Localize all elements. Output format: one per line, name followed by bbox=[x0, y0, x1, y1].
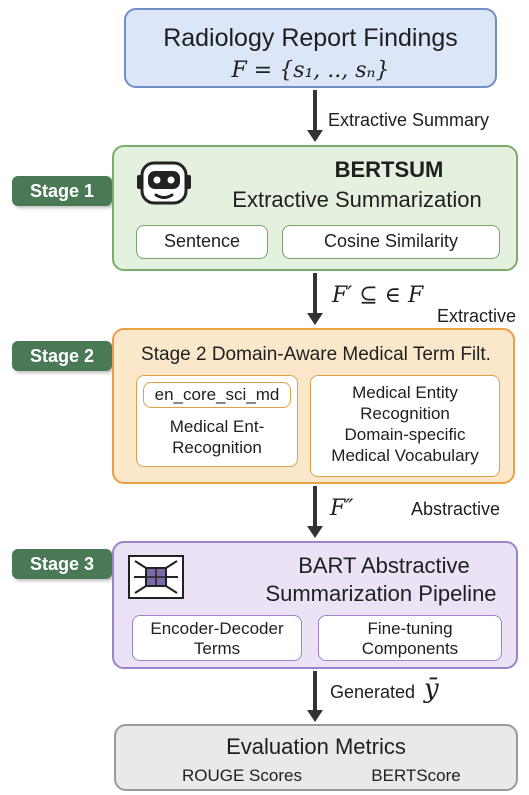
medical-ent-recognition-label: Medical Ent- Recognition bbox=[137, 416, 297, 458]
arrow-1-shaft bbox=[313, 90, 317, 130]
arrow-3-label: Abstractive bbox=[411, 499, 501, 519]
stage-1-subtitle: Extractive Summarization bbox=[232, 187, 482, 212]
medical-entity-line-2: Recognition bbox=[360, 404, 450, 423]
medical-ent-line-2: Recognition bbox=[172, 438, 262, 457]
rouge-scores-label: ROUGE Scores bbox=[182, 766, 302, 785]
scispacy-model-box: en_core_sci_md Medical Ent- Recognition bbox=[136, 375, 298, 467]
stage-2-title: Stage 2 Domain-Aware Medical Term Filt. bbox=[141, 344, 491, 365]
encoder-decoder-line-2: Terms bbox=[193, 639, 241, 658]
cosine-similarity-component: Cosine Similarity bbox=[282, 225, 500, 259]
robot-icon bbox=[137, 161, 191, 205]
input-title: Radiology Report Findings bbox=[163, 24, 458, 52]
evaluation-metrics-box: Evaluation Metrics ROUGE Scores BERTScor… bbox=[114, 724, 518, 791]
stage-1-box: BERTSUM Extractive Summarization Sentenc… bbox=[112, 145, 518, 271]
arrow-3-head bbox=[307, 526, 323, 538]
encoder-decoder-box: Encoder-Decoder Terms bbox=[132, 615, 302, 661]
domain-vocab-line-1: Domain-specific bbox=[344, 425, 466, 444]
arrow-1-head bbox=[307, 130, 323, 142]
arrow-3-shaft bbox=[313, 486, 317, 526]
network-diagram-icon bbox=[128, 555, 184, 599]
bertscore-label: BERTScore bbox=[371, 766, 461, 785]
arrow-2-formula: F′ ⊆ ∈ F bbox=[332, 283, 424, 308]
fine-tuning-line-2: Components bbox=[361, 639, 459, 658]
arrow-1-label: Extractive Summary bbox=[328, 110, 490, 130]
arrow-4-head bbox=[307, 710, 323, 722]
stage-2-box: Stage 2 Domain-Aware Medical Term Filt. … bbox=[112, 328, 515, 484]
model-name-label: en_core_sci_md bbox=[143, 382, 291, 408]
stage-3-tab: Stage 3 bbox=[12, 549, 112, 579]
evaluation-title: Evaluation Metrics bbox=[226, 734, 406, 759]
input-findings-box: Radiology Report Findings F = {s₁, .., s… bbox=[124, 8, 497, 88]
stage-3-subtitle: Summarization Pipeline bbox=[265, 581, 497, 606]
arrow-2-label: Extractive bbox=[437, 306, 517, 326]
sentence-component: Sentence bbox=[136, 225, 268, 259]
arrow-2-head bbox=[307, 313, 323, 325]
stage-3-box: BART Abstractive Summarization Pipeline … bbox=[112, 541, 518, 669]
domain-vocab-line-2: Medical Vocabulary bbox=[331, 446, 479, 465]
medical-ent-line-1: Medical Ent- bbox=[169, 417, 265, 436]
stage-2-tab: Stage 2 bbox=[12, 341, 112, 371]
medical-entity-line-1: Medical Entity bbox=[352, 383, 458, 402]
arrow-4-label: Generated bbox=[330, 682, 416, 702]
arrow-2-shaft bbox=[313, 273, 317, 313]
input-formula: F = {s₁, .., sₙ} bbox=[231, 58, 390, 83]
stage-3-title: BART Abstractive bbox=[298, 553, 470, 578]
arrow-4-shaft bbox=[313, 671, 317, 710]
encoder-decoder-line-1: Encoder-Decoder bbox=[150, 619, 284, 638]
stage-1-tab: Stage 1 bbox=[12, 176, 112, 206]
medical-entity-vocabulary-box: Medical Entity Recognition Domain-specif… bbox=[310, 375, 500, 477]
fine-tuning-box: Fine-tuning Components bbox=[318, 615, 502, 661]
stage-1-title: BERTSUM bbox=[334, 157, 444, 182]
arrow-4-symbol: ȳ bbox=[424, 674, 439, 704]
arrow-3-formula: F″ bbox=[330, 496, 354, 521]
fine-tuning-line-1: Fine-tuning bbox=[367, 619, 453, 638]
